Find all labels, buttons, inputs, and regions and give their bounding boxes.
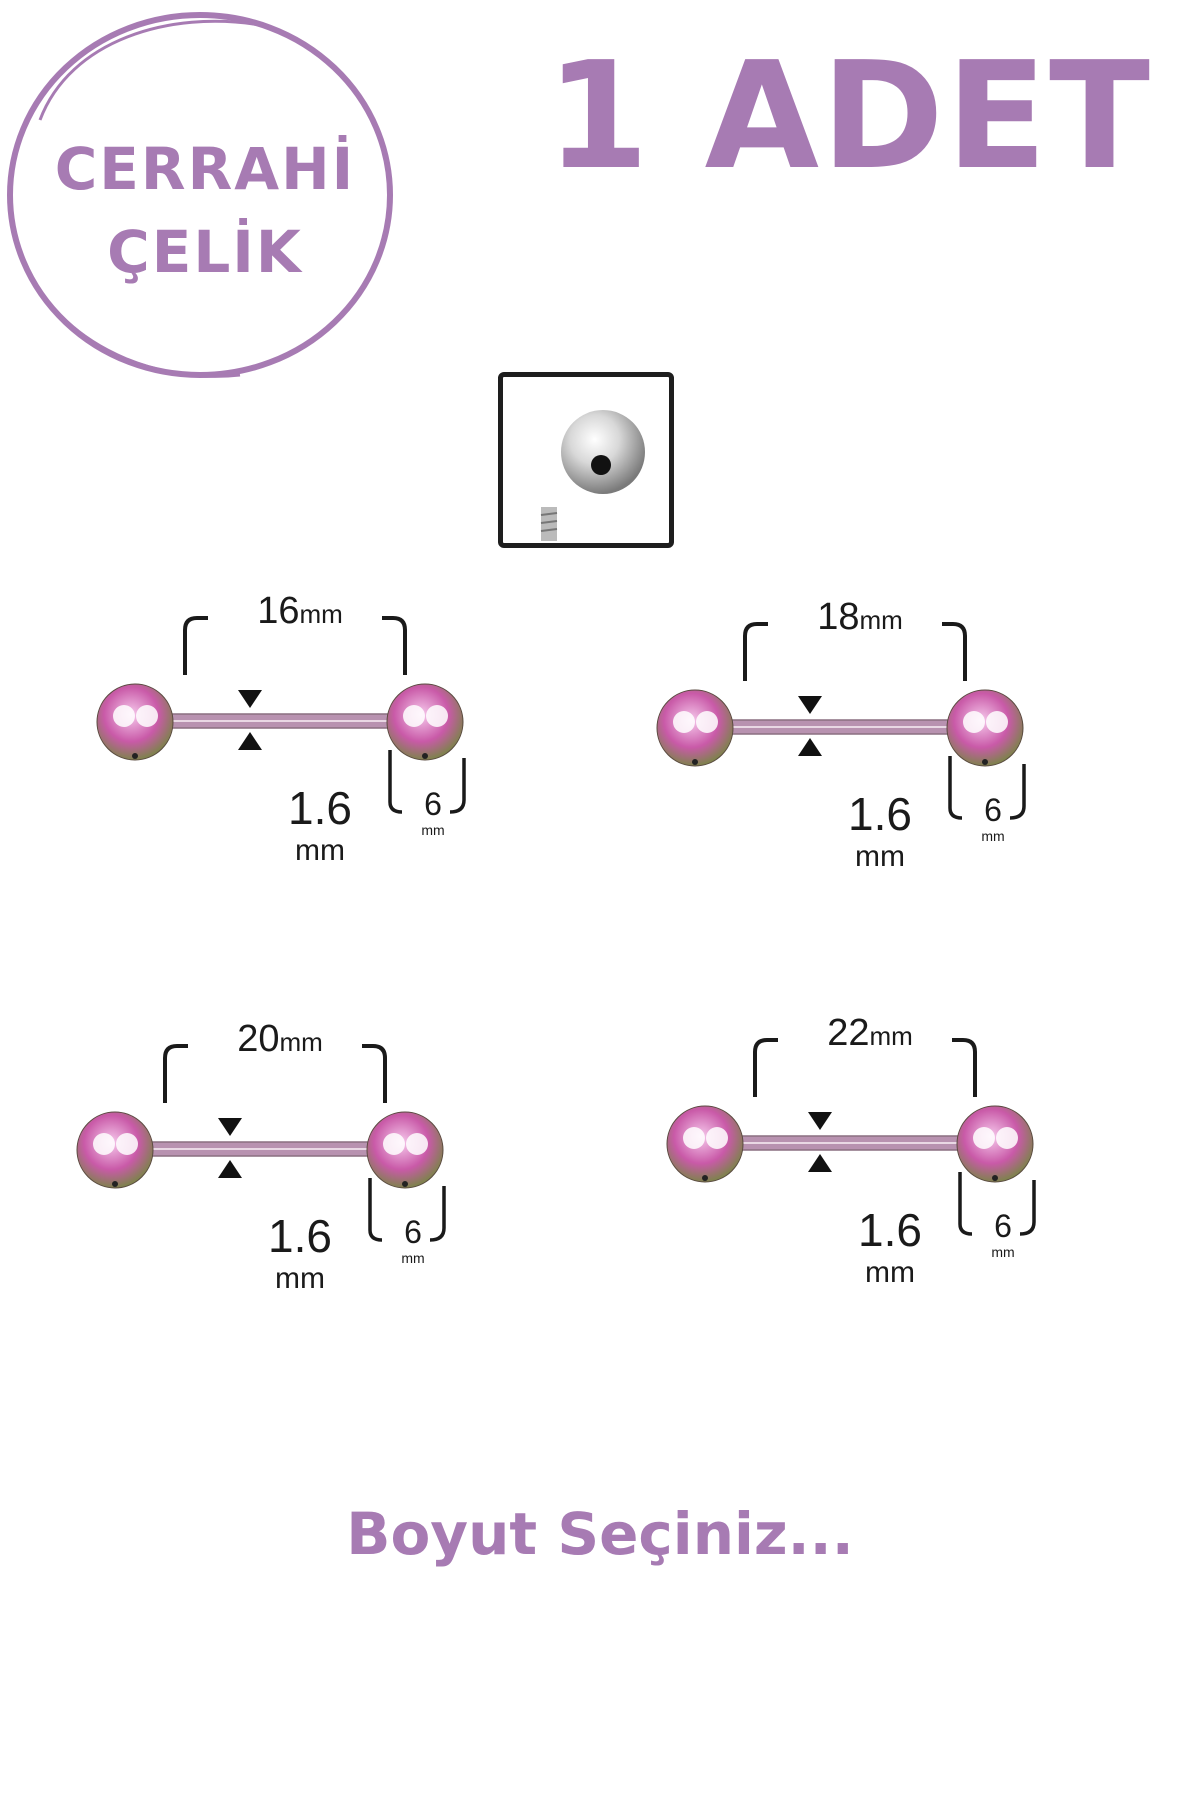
- right-ball: [956, 1105, 1034, 1183]
- quantity-title: 1 ADET: [546, 30, 1152, 202]
- length-label: 22mm: [827, 1012, 913, 1054]
- up-arrow-icon: [808, 1154, 832, 1172]
- ball-highlight: [673, 711, 695, 733]
- ball-thumbnail: [498, 372, 674, 548]
- ball-highlight: [996, 1127, 1018, 1149]
- ball-highlight: [406, 1133, 428, 1155]
- barbell-diagram: [656, 622, 1026, 820]
- ball-highlight: [403, 705, 425, 727]
- ball-size-unit: mm: [981, 828, 1005, 844]
- ball-size-value: 6: [424, 786, 442, 822]
- up-arrow-icon: [238, 732, 262, 750]
- ball-bracket-right: [429, 1186, 446, 1242]
- right-ball: [366, 1111, 444, 1189]
- ball-thread-hole: [422, 753, 428, 759]
- ball-highlight: [426, 705, 448, 727]
- ball-size-unit: mm: [421, 822, 445, 838]
- right-ball: [946, 689, 1024, 767]
- length-bracket-right: [382, 616, 407, 675]
- ball-thread-hole: [692, 759, 698, 765]
- badge-line-2: ÇELİK: [107, 218, 303, 286]
- gauge-unit: mm: [855, 840, 905, 873]
- barbell-diagram: [96, 616, 466, 814]
- ball-highlight: [963, 711, 985, 733]
- ball-thread-hole: [132, 753, 138, 759]
- left-ball: [96, 683, 174, 761]
- left-ball: [666, 1105, 744, 1183]
- ball-highlight: [383, 1133, 405, 1155]
- ball-bracket-left: [958, 1172, 973, 1236]
- length-label: 16mm: [257, 590, 343, 632]
- select-size-prompt: Boyut Seçiniz...: [346, 1500, 854, 1568]
- right-ball: [386, 683, 464, 761]
- up-arrow-icon: [798, 738, 822, 756]
- barbell-diagram: [666, 1038, 1036, 1236]
- length-bracket-left: [753, 1038, 778, 1097]
- gauge-value: 1.6: [848, 788, 912, 840]
- down-arrow-icon: [218, 1118, 242, 1136]
- ball-highlight: [986, 711, 1008, 733]
- down-arrow-icon: [238, 690, 262, 708]
- length-bracket-left: [183, 616, 208, 675]
- ball-size-unit: mm: [401, 1250, 425, 1266]
- ball-thread-hole: [702, 1175, 708, 1181]
- barbell-18mm[interactable]: 18mm 1.6 mm 6 mm: [650, 596, 1070, 896]
- down-arrow-icon: [808, 1112, 832, 1130]
- barbell-20mm[interactable]: 20mm 1.6 mm 6 mm: [70, 1018, 490, 1318]
- ball-thread-hole: [402, 1181, 408, 1187]
- ball-highlight: [683, 1127, 705, 1149]
- ball-size-value: 6: [404, 1214, 422, 1250]
- left-ball: [656, 689, 734, 767]
- length-label: 20mm: [237, 1018, 323, 1060]
- barbell-diagram: [76, 1044, 446, 1242]
- length-bracket-right: [362, 1044, 387, 1103]
- ball-highlight: [973, 1127, 995, 1149]
- steel-ball-icon: [540, 410, 645, 541]
- ball-bracket-right: [449, 758, 466, 814]
- ball-highlight: [696, 711, 718, 733]
- ball-size-value: 6: [984, 792, 1002, 828]
- gauge-unit: mm: [295, 834, 345, 867]
- ball-thread-hole: [982, 759, 988, 765]
- length-bracket-right: [942, 622, 967, 681]
- length-bracket-left: [743, 622, 768, 681]
- gauge-unit: mm: [865, 1256, 915, 1289]
- ball-bracket-right: [1019, 1180, 1036, 1236]
- ball-thread-hole: [992, 1175, 998, 1181]
- up-arrow-icon: [218, 1160, 242, 1178]
- ball-highlight: [93, 1133, 115, 1155]
- length-label: 18mm: [817, 596, 903, 638]
- ball-bracket-left: [388, 750, 403, 814]
- ball-bracket-left: [948, 756, 963, 820]
- ball-size-value: 6: [994, 1208, 1012, 1244]
- ball-size-unit: mm: [991, 1244, 1015, 1260]
- length-bracket-left: [163, 1044, 188, 1103]
- ball-bracket-right: [1009, 764, 1026, 820]
- barbell-22mm[interactable]: 22mm 1.6 mm 6 mm: [660, 1012, 1080, 1312]
- gauge-value: 1.6: [858, 1204, 922, 1256]
- ball-thread-hole: [112, 1181, 118, 1187]
- barbell-16mm[interactable]: 16mm 1.6 mm 6 mm: [90, 590, 510, 890]
- ball-highlight: [706, 1127, 728, 1149]
- length-bracket-right: [952, 1038, 977, 1097]
- down-arrow-icon: [798, 696, 822, 714]
- gauge-value: 1.6: [288, 782, 352, 834]
- ball-bracket-left: [368, 1178, 383, 1242]
- badge-circle-icon: [7, 12, 393, 378]
- gauge-value: 1.6: [268, 1210, 332, 1262]
- surgical-steel-badge: CERRAHİ ÇELİK: [0, 0, 410, 400]
- ball-highlight: [113, 705, 135, 727]
- badge-line-1: CERRAHİ: [54, 135, 356, 203]
- ball-highlight: [136, 705, 158, 727]
- gauge-unit: mm: [275, 1262, 325, 1295]
- left-ball: [76, 1111, 154, 1189]
- ball-highlight: [116, 1133, 138, 1155]
